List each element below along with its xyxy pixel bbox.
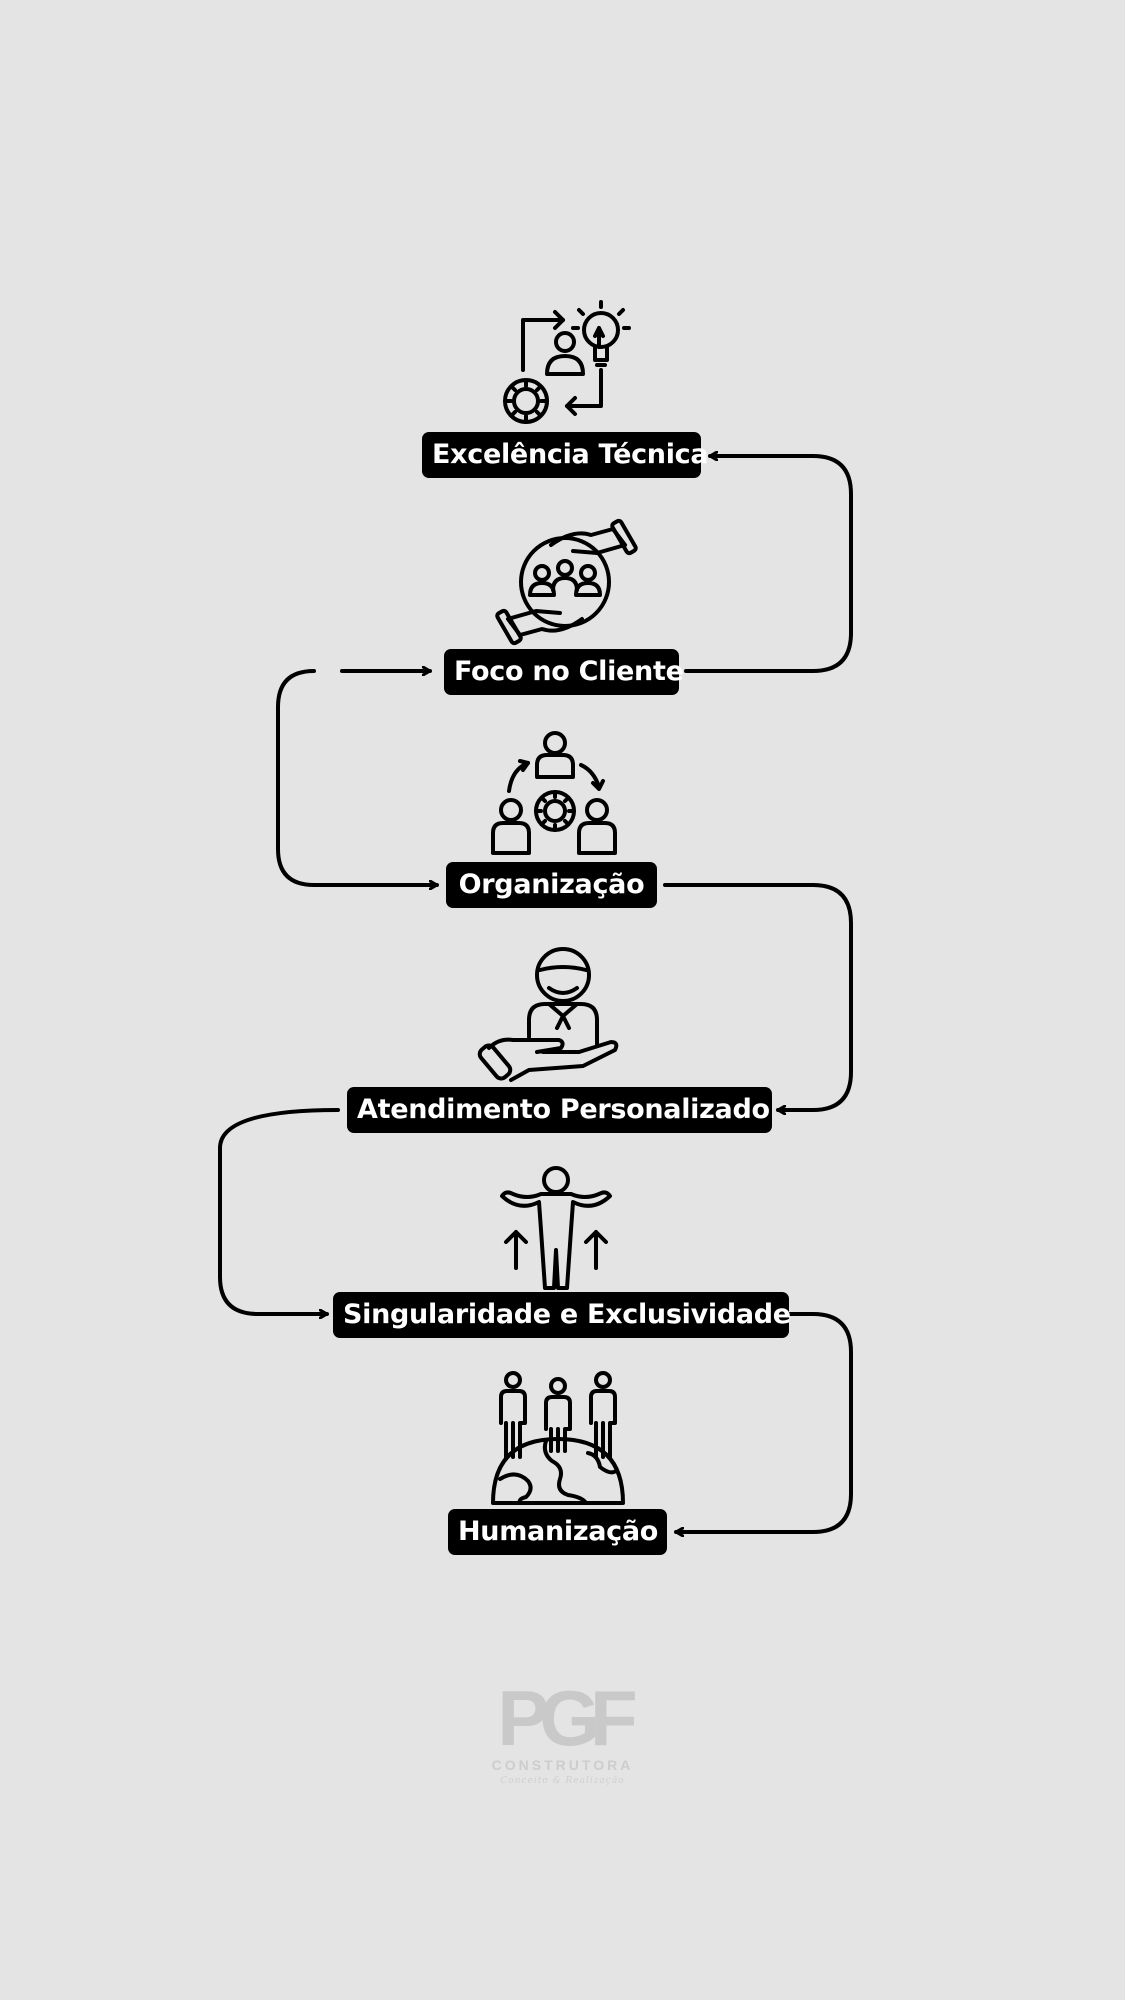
- personal-service-icon: [477, 944, 620, 1082]
- process-idea-icon: [495, 298, 635, 430]
- team-organization-icon: [490, 729, 622, 857]
- step-label-humanizacao: Humanização: [448, 1509, 667, 1555]
- step-label-excelencia-tecnica: Excelência Técnica: [422, 432, 709, 478]
- connector-arrow-4: [218, 1108, 340, 1314]
- people-globe-icon: [490, 1371, 626, 1505]
- growth-person-icon: [499, 1166, 613, 1292]
- step-label-atendimento-personalizado: Atendimento Personalizado: [347, 1087, 772, 1133]
- connector-arrow-3: [663, 883, 853, 1110]
- step-label-foco-no-cliente: Foco no Cliente: [444, 649, 684, 695]
- logo-name: CONSTRUTORA: [491, 1757, 634, 1773]
- step-label-singularidade-exclusividade: Singularidade e Exclusividade: [333, 1292, 791, 1338]
- company-logo: PGF CONSTRUTORA Conceito & Realização: [480, 1674, 645, 1786]
- logo-mark: PGF: [497, 1674, 637, 1762]
- step-label-organizacao: Organização: [446, 862, 657, 908]
- connector-arrow-2: [276, 669, 439, 885]
- client-care-icon: [493, 515, 640, 647]
- connector-arrow-5: [674, 1312, 853, 1532]
- logo-tagline: Conceito & Realização: [500, 1776, 625, 1786]
- connector-arrow-1: [684, 456, 853, 673]
